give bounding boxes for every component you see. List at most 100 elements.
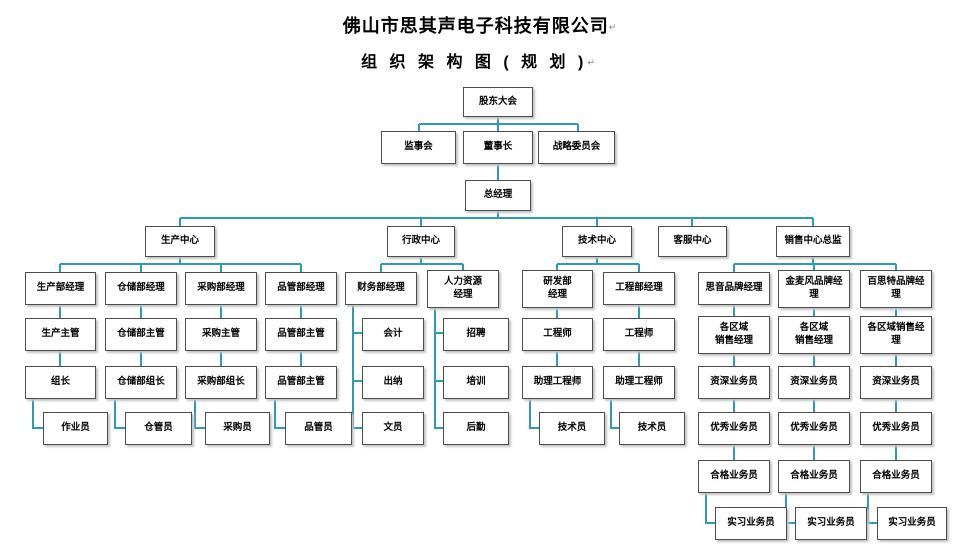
connector-line (33, 427, 45, 429)
connector-line (435, 380, 445, 382)
org-node-technician-eng[interactable]: 技术员 (619, 412, 685, 445)
connector-line (557, 263, 639, 265)
org-node-accountant[interactable]: 会计 (362, 318, 424, 351)
org-node-logistics[interactable]: 后勤 (443, 412, 509, 445)
org-node-tech-center[interactable]: 技术中心 (562, 226, 632, 257)
org-node-operator[interactable]: 作业员 (43, 412, 108, 445)
connector-line (577, 124, 579, 132)
org-node-jinmaifeng-brand-manager[interactable]: 金麦风品牌经 理 (778, 270, 850, 308)
paragraph-mark-icon: ↵ (608, 21, 618, 32)
org-node-qc-staff[interactable]: 品管员 (285, 412, 352, 445)
org-node-intern-salesperson-2[interactable]: 实习业务员 (795, 507, 867, 540)
connector-line (895, 306, 897, 318)
connector-line (59, 264, 61, 273)
org-node-purchasing-dept-manager[interactable]: 采购部经理 (185, 272, 257, 305)
org-node-sales-center-director[interactable]: 销售中心总监 (776, 226, 850, 257)
org-node-assistant-engineer-rnd[interactable]: 助理工程师 (522, 366, 593, 399)
connector-line (813, 397, 815, 414)
org-node-technician-rnd[interactable]: 技术员 (539, 412, 605, 445)
org-node-warehouse-team-leader[interactable]: 仓储部组长 (105, 366, 177, 399)
connector-line (895, 352, 897, 368)
org-node-customer-service-center[interactable]: 客服中心 (658, 226, 727, 257)
org-node-senior-salesperson-2[interactable]: 资深业务员 (778, 366, 850, 399)
org-node-qc-dept-manager[interactable]: 品管部经理 (265, 272, 337, 305)
org-node-engineer-rnd[interactable]: 工程师 (522, 318, 593, 351)
connector-line (895, 443, 897, 462)
org-node-baisite-brand-manager[interactable]: 百思特品牌经 理 (860, 270, 932, 308)
org-node-siyin-brand-manager[interactable]: 思音品牌经理 (698, 272, 770, 305)
connector-line (734, 263, 896, 265)
connector-line (638, 264, 640, 273)
org-node-training[interactable]: 培训 (443, 366, 509, 399)
org-node-qualified-salesperson-2[interactable]: 合格业务员 (778, 460, 850, 493)
org-node-purchasing-supervisor[interactable]: 采购主管 (185, 318, 257, 351)
connector-line (596, 257, 598, 264)
connector-line (813, 264, 815, 271)
connector-line (274, 397, 276, 429)
connector-line (381, 263, 463, 265)
org-node-warehouse-keeper[interactable]: 仓管员 (125, 412, 192, 445)
chart-subtitle: 组 织 架 构 图 ( 规 划 )↵ (0, 48, 960, 72)
org-node-recruiting[interactable]: 招聘 (443, 318, 509, 351)
org-node-intern-salesperson-1[interactable]: 实习业务员 (715, 507, 787, 540)
connector-line (419, 123, 578, 125)
connector-line (300, 303, 302, 320)
org-node-finance-dept-manager[interactable]: 财务部经理 (345, 272, 417, 305)
org-node-production-center[interactable]: 生产中心 (145, 226, 215, 257)
org-node-assistant-engineer-eng[interactable]: 助理工程师 (603, 366, 675, 399)
org-node-clerk[interactable]: 文员 (362, 412, 424, 445)
org-node-rnd-dept-manager[interactable]: 研发部 经理 (522, 270, 593, 308)
org-node-qualified-salesperson-1[interactable]: 合格业务员 (698, 460, 770, 493)
connector-line (418, 124, 420, 132)
connector-line (530, 427, 541, 429)
org-node-team-leader[interactable]: 组长 (25, 366, 96, 399)
org-node-warehouse-supervisor[interactable]: 仓储部主管 (105, 318, 177, 351)
org-node-warehouse-dept-manager[interactable]: 仓储部经理 (105, 272, 177, 305)
connector-line (353, 380, 364, 382)
org-node-excellent-salesperson-1[interactable]: 优秀业务员 (698, 412, 770, 445)
org-node-hr-manager[interactable]: 人力资源 经理 (427, 270, 499, 308)
org-node-regional-sales-manager-3[interactable]: 各区域销售经 理 (860, 316, 932, 354)
connector-line (353, 427, 364, 429)
connector-line (733, 443, 735, 462)
connector-line (462, 264, 464, 271)
org-node-general-manager[interactable]: 总经理 (465, 180, 531, 211)
org-node-qc-supervisor-2[interactable]: 品管部主管 (265, 366, 337, 399)
connector-line (497, 211, 499, 219)
connector-line (114, 397, 116, 429)
org-node-senior-salesperson-3[interactable]: 资深业务员 (860, 366, 932, 399)
connector-line (706, 522, 717, 524)
org-node-regional-sales-manager-1[interactable]: 各区域 销售经理 (698, 316, 770, 354)
company-title: 佛山市思其声电子科技有限公司↵ (0, 12, 960, 38)
connector-line (434, 306, 436, 429)
org-node-cashier[interactable]: 出纳 (362, 366, 424, 399)
org-node-chairman[interactable]: 董事长 (463, 131, 533, 164)
company-title-text: 佛山市思其声电子科技有限公司 (342, 16, 609, 36)
connector-line (179, 218, 181, 227)
connector-line (115, 427, 127, 429)
connector-line (733, 303, 735, 318)
org-node-engineering-dept-manager[interactable]: 工程部经理 (603, 272, 675, 305)
org-node-strategy-committee[interactable]: 战略委员会 (538, 131, 615, 164)
org-node-regional-sales-manager-2[interactable]: 各区域 销售经理 (778, 316, 850, 354)
org-node-excellent-salesperson-3[interactable]: 优秀业务员 (860, 412, 932, 445)
org-node-purchaser[interactable]: 采购员 (205, 412, 270, 445)
chart-subtitle-text: 组 织 架 构 图 ( 规 划 ) (361, 54, 588, 71)
connector-line (867, 491, 869, 524)
org-node-qc-supervisor[interactable]: 品管部主管 (265, 318, 337, 351)
connector-line (275, 427, 287, 429)
org-node-qualified-salesperson-3[interactable]: 合格业务员 (860, 460, 932, 493)
connector-line (353, 332, 364, 334)
org-node-production-dept-manager[interactable]: 生产部经理 (25, 272, 96, 305)
org-node-shareholders-meeting[interactable]: 股东大会 (463, 87, 533, 117)
connector-line (300, 264, 302, 273)
org-node-intern-salesperson-3[interactable]: 实习业务员 (877, 507, 947, 540)
org-node-admin-center[interactable]: 行政中心 (387, 226, 455, 257)
org-node-engineer-eng[interactable]: 工程师 (603, 318, 675, 351)
org-node-senior-salesperson-1[interactable]: 资深业务员 (698, 366, 770, 399)
org-node-excellent-salesperson-2[interactable]: 优秀业务员 (778, 412, 850, 445)
org-node-production-supervisor[interactable]: 生产主管 (25, 318, 96, 351)
connector-line (195, 427, 207, 429)
org-node-purchasing-team-leader[interactable]: 采购部组长 (185, 366, 257, 399)
org-node-supervisory-board[interactable]: 监事会 (381, 131, 456, 164)
